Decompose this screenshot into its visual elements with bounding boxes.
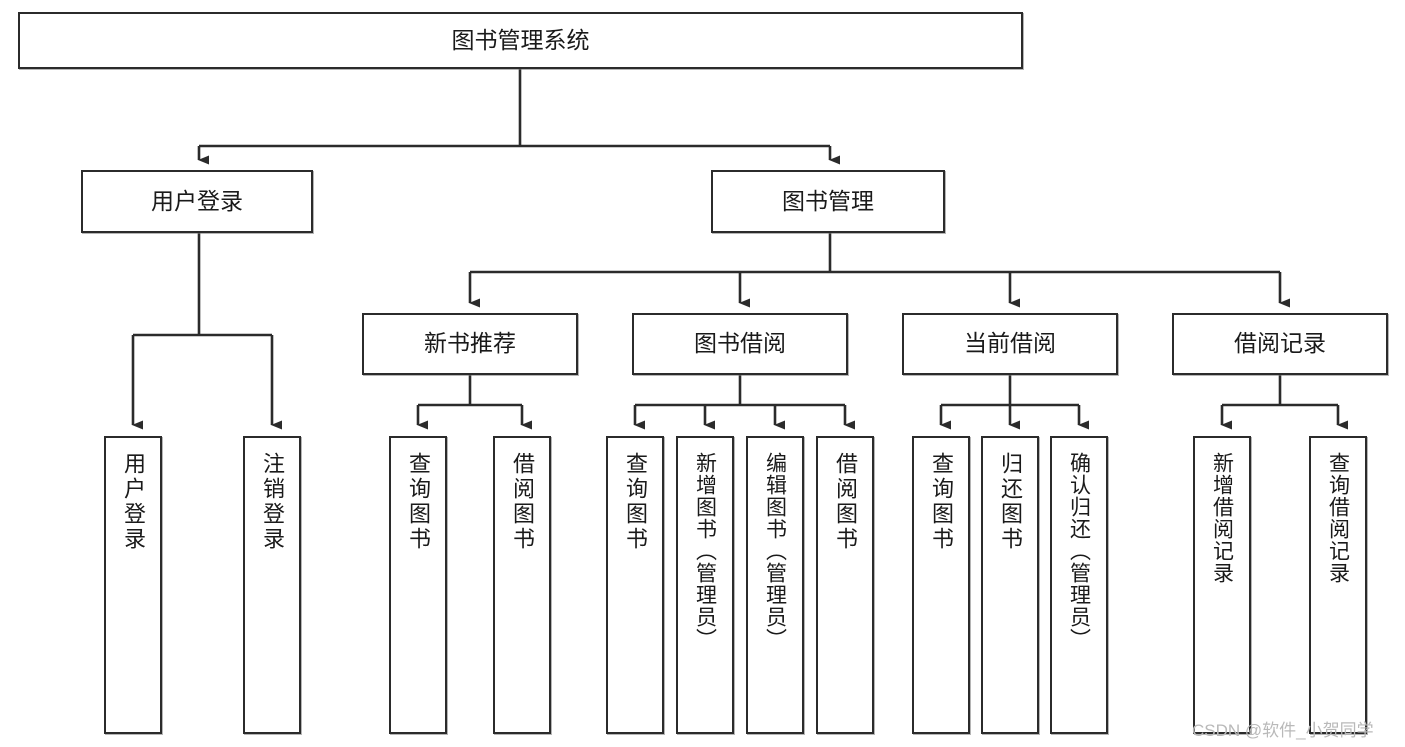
node-leaf-add-borrow-record[interactable]: 新增借阅记录 — [1193, 436, 1251, 734]
node-label: 新增借阅记录 — [1210, 452, 1234, 584]
node-current-borrow[interactable]: 当前借阅 — [902, 313, 1118, 375]
node-borrow-record[interactable]: 借阅记录 — [1172, 313, 1388, 375]
node-new-book-recommend[interactable]: 新书推荐 — [362, 313, 578, 375]
node-label: 借阅图书 — [833, 452, 858, 552]
node-label: 借阅记录 — [1234, 330, 1326, 357]
node-label: 注销登录 — [260, 452, 285, 552]
node-label: 查询借阅记录 — [1326, 452, 1350, 584]
node-label: 借阅图书 — [510, 452, 535, 552]
node-label: 查询图书 — [406, 452, 431, 552]
node-book-management[interactable]: 图书管理 — [711, 170, 945, 233]
node-leaf-query-borrow-record[interactable]: 查询借阅记录 — [1309, 436, 1367, 734]
node-label: 新增图书（管理员） — [693, 452, 717, 650]
node-leaf-borrow-book-recommend[interactable]: 借阅图书 — [493, 436, 551, 734]
node-label: 确认归还（管理员） — [1067, 452, 1091, 650]
node-user-login[interactable]: 用户登录 — [81, 170, 313, 233]
node-leaf-query-book-recommend[interactable]: 查询图书 — [389, 436, 447, 734]
node-root-book-management-system[interactable]: 图书管理系统 — [18, 12, 1023, 69]
csdn-watermark: CSDN @软件_小贺同学 — [1192, 721, 1374, 740]
node-book-borrow[interactable]: 图书借阅 — [632, 313, 848, 375]
node-leaf-return-book[interactable]: 归还图书 — [981, 436, 1039, 734]
node-leaf-query-book-current[interactable]: 查询图书 — [912, 436, 970, 734]
node-label: 查询图书 — [929, 452, 954, 552]
node-leaf-edit-book[interactable]: 编辑图书（管理员） — [746, 436, 804, 734]
node-leaf-query-book-borrow[interactable]: 查询图书 — [606, 436, 664, 734]
node-label: 查询图书 — [623, 452, 648, 552]
node-leaf-confirm-return[interactable]: 确认归还（管理员） — [1050, 436, 1108, 734]
node-label: 图书管理系统 — [451, 26, 590, 53]
node-label: 编辑图书（管理员） — [763, 452, 787, 650]
node-leaf-logout-login[interactable]: 注销登录 — [243, 436, 301, 734]
node-label: 用户登录 — [151, 187, 243, 214]
node-label: 当前借阅 — [964, 330, 1056, 357]
node-label: 图书借阅 — [694, 330, 786, 357]
node-label: 新书推荐 — [424, 330, 516, 357]
node-leaf-user-login[interactable]: 用户登录 — [104, 436, 162, 734]
node-leaf-add-book[interactable]: 新增图书（管理员） — [676, 436, 734, 734]
node-label: 图书管理 — [782, 187, 874, 214]
node-label: 用户登录 — [121, 452, 146, 552]
node-leaf-borrow-book[interactable]: 借阅图书 — [816, 436, 874, 734]
node-label: 归还图书 — [998, 452, 1023, 552]
